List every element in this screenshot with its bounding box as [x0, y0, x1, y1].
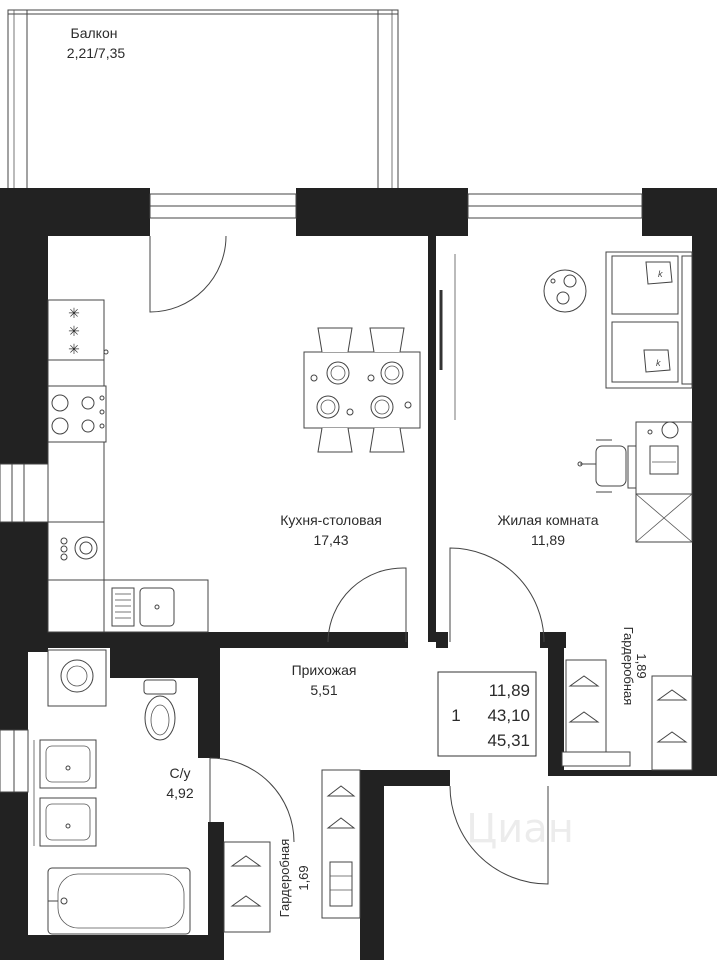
area-summary: 1 11,89 43,10 45,31	[437, 671, 537, 757]
wardrobe-lower-name: Гардеробная	[277, 839, 292, 918]
bathroom-fixtures	[33, 649, 191, 935]
doors	[149, 235, 549, 885]
bathroom-area: 4,92	[166, 785, 193, 801]
hallway-area: 5,51	[310, 682, 337, 698]
balcony-area: 2,21/7,35	[67, 45, 126, 61]
svg-text:✳: ✳	[68, 323, 80, 339]
dining-table	[303, 327, 421, 453]
total-area-with-balcony: 45,31	[487, 731, 530, 750]
watermark: Циан	[466, 806, 574, 852]
windows	[0, 193, 643, 793]
svg-text:✳: ✳	[68, 305, 80, 321]
walls	[0, 188, 717, 960]
kitchen-counter: ✳ ✳ ✳	[47, 299, 209, 633]
room-labels: Балкон 2,21/7,35 Кухня-столовая 17,43 Жи…	[67, 25, 649, 917]
wardrobe-right-area: 1,89	[634, 653, 649, 678]
desk	[577, 421, 693, 543]
hallway-name: Прихожая	[292, 662, 357, 678]
svg-text:k: k	[658, 269, 663, 279]
balcony	[7, 9, 399, 195]
rooms-count: 1	[451, 706, 460, 725]
living-area: 11,89	[531, 532, 565, 548]
wardrobe-lower-area: 1,69	[296, 865, 311, 890]
kitchen-area: 17,43	[313, 532, 348, 548]
kitchen-name: Кухня-столовая	[280, 512, 382, 528]
coffee-table	[543, 269, 587, 313]
living-name: Жилая комната	[497, 512, 598, 528]
svg-text:✳: ✳	[68, 341, 80, 357]
wardrobe-right-name: Гардеробная	[621, 627, 636, 706]
living-area-total: 11,89	[489, 681, 530, 700]
sofa: k k	[605, 251, 693, 389]
bathroom-name: С/у	[170, 765, 191, 781]
svg-text:k: k	[656, 358, 661, 368]
total-area: 43,10	[487, 706, 530, 725]
wardrobe-right	[561, 659, 693, 771]
wardrobe-lower	[223, 769, 361, 933]
balcony-name: Балкон	[71, 25, 118, 41]
